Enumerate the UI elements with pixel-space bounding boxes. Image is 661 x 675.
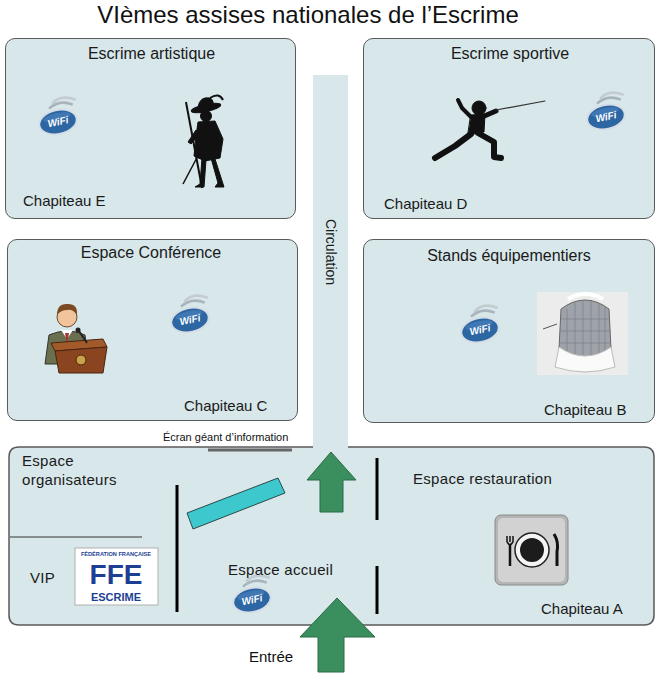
tent-heading: Escrime artistique [88,44,215,63]
area-zone: Espace accueil [228,561,333,580]
area-zone: Espace organisateurs [22,452,144,490]
corridor-label: Circulation [322,219,339,285]
tent-heading: Espace Conférence [81,243,222,262]
musketeer-figure [183,95,224,188]
speaker-figure [45,303,107,372]
wifi-badge [34,95,81,138]
area-label: VIP [30,569,55,588]
area-zone: VIP [30,569,55,588]
logo-text: FÉDÉRATION FRANÇAISE [81,551,151,557]
entrance-arrow [300,598,375,672]
fencer-illustration [363,38,655,219]
restaurant-icon [495,515,568,585]
entrance-label: Entrée [249,648,293,665]
logo-text: FFE [90,559,143,591]
tent-name: Chapiteau B [544,401,627,419]
tent-box: Stands équipementiersChapiteau B [363,239,655,423]
tent-box: Espace ConférenceChapiteau C [7,239,298,421]
tent-name: Chapiteau E [23,192,106,210]
speaker-illustration [7,239,298,421]
tent-box: Escrime sportiveChapiteau D [363,38,655,219]
screen-label: Écran géant d’information [163,431,288,444]
wifi-badge [166,293,213,336]
tent-heading: Escrime sportive [451,44,569,63]
wifi-text: WiFi [241,592,264,608]
corridor: Circulation [313,75,348,448]
tent-name: Chapiteau C [184,397,267,415]
page-title: VIèmes assises nationales de l’Escrime [97,1,519,30]
mask-illustration [363,239,655,421]
tent-name: Chapiteau D [384,195,467,213]
tent-name: Chapiteau A [541,600,623,618]
wifi-badge [582,90,629,133]
area-label: Espace restauration [413,470,552,489]
wifi-badge [456,303,503,346]
fencing-mask [537,292,628,375]
tent-heading: Stands équipementiers [427,246,591,265]
logo-text: ESCRIME [91,591,141,604]
area-label: Espace accueil [228,561,333,580]
area-zone: Espace restauration [413,470,552,489]
wifi-badge [229,573,276,616]
area-label: Espace organisateurs [22,452,144,490]
fencer-figure [435,100,545,158]
